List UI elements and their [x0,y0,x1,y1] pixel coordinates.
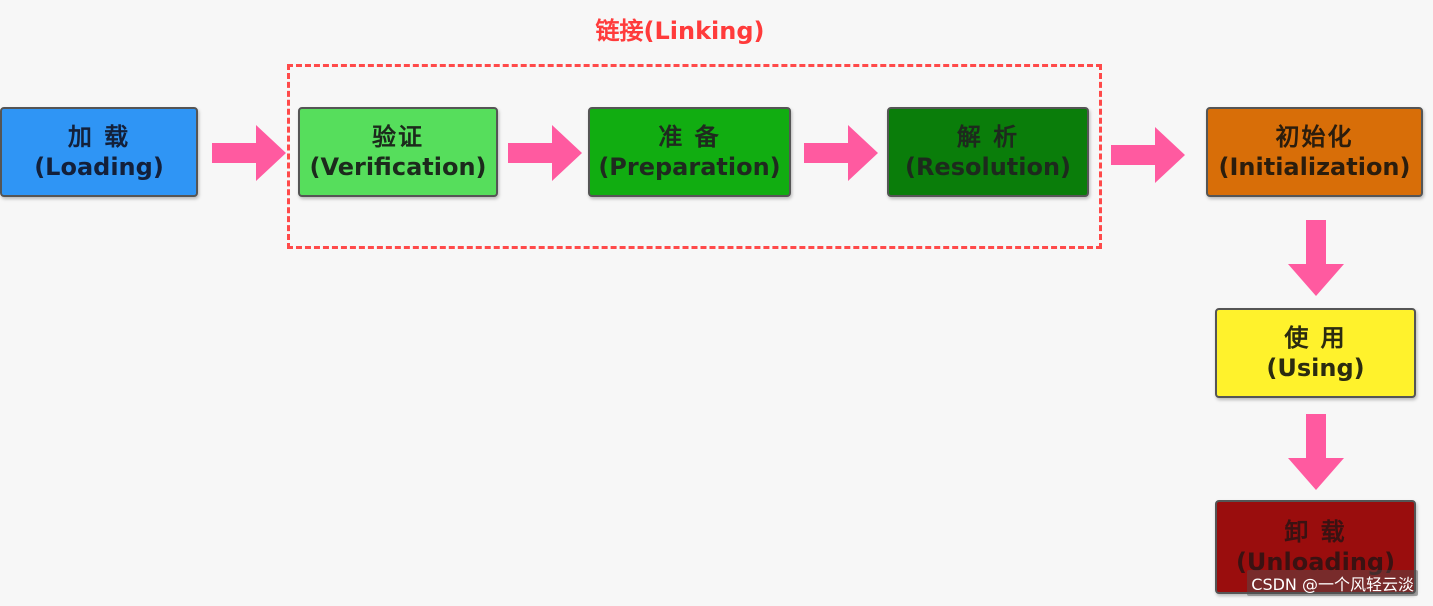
stage-preparation: 准 备 (Preparation) [588,107,791,197]
arrow-verification-to-preparation [508,125,582,181]
stage-verification: 验证 (Verification) [298,107,498,197]
stage-loading-en: (Loading) [34,153,164,181]
stage-preparation-en: (Preparation) [598,153,781,181]
stage-verification-zh: 验证 [372,123,424,151]
stage-unloading-en: (Unloading) [1235,548,1396,576]
stage-loading-zh: 加 载 [67,123,131,151]
arrow-preparation-to-resolution [804,125,878,181]
stage-resolution-en: (Resolution) [904,153,1072,181]
stage-using: 使 用 (Using) [1215,308,1416,398]
watermark: CSDN @一个风轻云淡 [1247,570,1418,596]
stage-initialization-en: (Initialization) [1218,153,1411,181]
linking-group-box [287,64,1102,249]
stage-unloading-zh: 卸 载 [1284,518,1347,546]
arrow-resolution-to-initialization [1111,127,1185,183]
stage-unloading: 卸 载 (Unloading) [1215,500,1416,594]
stage-using-zh: 使 用 [1284,324,1347,352]
stage-resolution-zh: 解 析 [956,123,1020,151]
arrow-using-to-unloading [1288,414,1344,490]
stage-initialization: 初始化 (Initialization) [1206,107,1423,197]
stage-initialization-zh: 初始化 [1275,123,1354,151]
arrow-loading-to-verification [212,125,286,181]
stage-preparation-zh: 准 备 [658,123,721,151]
linking-group-title: 链接(Linking) [595,17,765,45]
arrow-initialization-to-using [1288,220,1344,296]
stage-loading: 加 载 (Loading) [0,107,198,197]
stage-verification-en: (Verification) [309,153,487,181]
stage-resolution: 解 析 (Resolution) [887,107,1089,197]
stage-using-en: (Using) [1266,354,1365,382]
